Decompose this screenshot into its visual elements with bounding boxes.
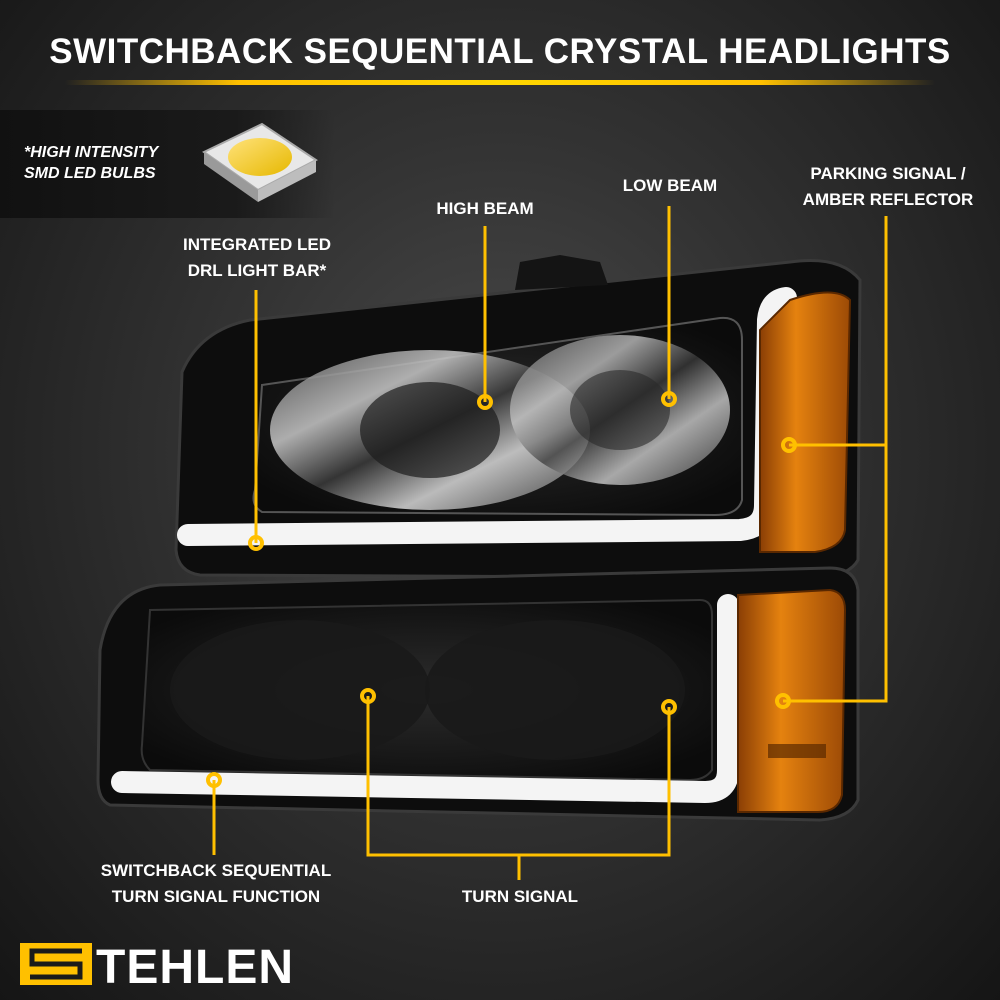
smd-led-chip-icon: [202, 122, 318, 202]
label-high-beam: HIGH BEAM: [436, 199, 534, 218]
upper-headlight: [174, 255, 862, 580]
low-beam-dot: [661, 391, 677, 407]
page-title: SWITCHBACK SEQUENTIAL CRYSTAL HEADLIGHTS: [49, 32, 951, 71]
label-parking-signal: PARKING SIGNAL / AMBER REFLECTOR: [802, 164, 974, 209]
label-integrated-led-drl: INTEGRATED LED DRL LIGHT BAR*: [183, 235, 331, 280]
label-low-beam: LOW BEAM: [622, 176, 718, 195]
parking-upper-dot: [781, 437, 797, 453]
callout-dots: [206, 391, 797, 788]
parking-signal-leader: [783, 216, 888, 703]
brand-logo-mark: [20, 943, 92, 985]
turn-right-dot: [661, 699, 677, 715]
sequential-dot: [206, 772, 222, 788]
parking-lower-dot: [775, 693, 791, 709]
drl-dot: [248, 535, 264, 551]
turn-left-dot: [360, 688, 376, 704]
label-sequential-turn-signal: SWITCHBACK SEQUENTIAL TURN SIGNAL FUNCTI…: [100, 861, 332, 906]
led-bulb-note: *HIGH INTENSITY SMD LED BULBS: [24, 144, 158, 182]
brand-wordmark: TEHLEN: [96, 941, 294, 994]
high-beam-dot: [477, 394, 493, 410]
label-turn-signal: TURN SIGNAL: [461, 887, 579, 906]
callout-lines: [212, 206, 888, 880]
bumper-light: [96, 566, 860, 822]
title-underline: [65, 80, 935, 85]
